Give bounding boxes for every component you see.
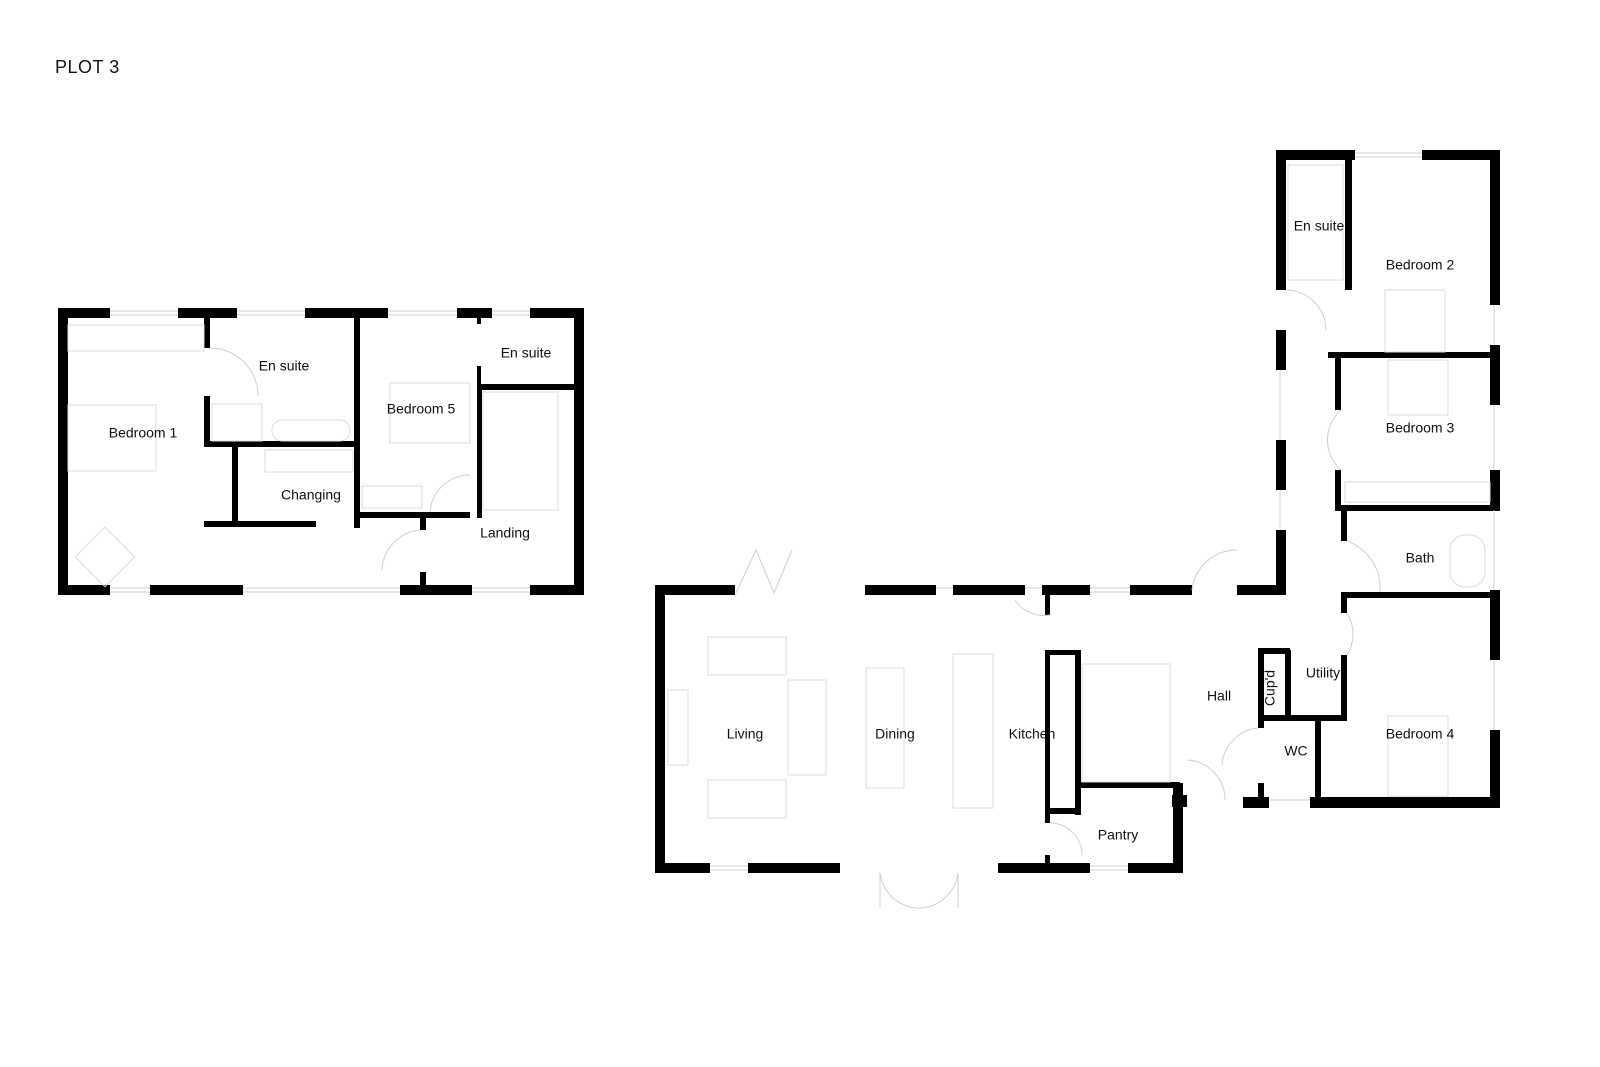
ground-floor-plan: Living Dining Kitchen Pantry Hall Cup'd … [655,150,1500,909]
first-floor-plan: Bedroom 1 En suite Bedroom 5 En suite Ch… [58,308,584,595]
ground-floor-fixtures [667,164,1491,909]
ground-floor-walls [655,150,1500,873]
first-floor-windows [110,310,530,593]
room-label-changing: Changing [281,487,341,503]
sofa-icon [707,636,787,676]
bed-icon [389,382,471,444]
kitchen-island-icon [952,653,994,809]
wardrobe-icon [1344,481,1491,503]
room-label-bedroom-4: Bedroom 4 [1386,726,1455,742]
wardrobe-icon [264,449,354,473]
room-label-utility: Utility [1306,665,1340,681]
bed-icon [67,404,157,472]
room-label-dining: Dining [875,726,915,742]
shower-icon [211,403,263,442]
shower-icon [1287,164,1344,281]
room-label-hall: Hall [1207,688,1231,704]
wardrobe-icon [361,485,423,509]
room-label-en-suite-1: En suite [259,358,310,374]
plot-title: PLOT 3 [55,57,120,77]
room-label-bedroom-5: Bedroom 5 [387,401,456,417]
room-label-living: Living [727,726,764,742]
fireplace-icon [667,689,689,766]
bath-icon [271,419,351,442]
first-floor-walls [58,308,584,595]
sofa-icon [787,679,827,776]
ground-floor-windows [710,152,1495,871]
first-floor-fixtures [67,324,559,588]
room-label-landing: Landing [480,525,530,541]
room-label-pantry: Pantry [1098,827,1138,843]
room-label-wc: WC [1284,743,1307,759]
bed-icon [1387,359,1449,416]
stairs-icon [1081,663,1171,783]
bath-icon [1449,534,1486,588]
bed-icon [1387,715,1449,797]
stairs-icon [482,391,559,511]
room-label-en-suite-5: En suite [501,345,552,361]
room-label-kitchen: Kitchen [1009,726,1056,742]
room-label-bath: Bath [1406,550,1435,566]
room-label-bedroom-3: Bedroom 3 [1386,420,1455,436]
room-label-cupboard: Cup'd [1262,670,1278,706]
room-label-bedroom-1: Bedroom 1 [109,425,178,441]
room-label-en-suite-2: En suite [1294,218,1345,234]
room-label-bedroom-2: Bedroom 2 [1386,257,1455,273]
dining-table-icon [865,667,905,789]
sofa-icon [707,779,787,819]
bed-icon [1384,289,1446,353]
armchair-icon [74,526,136,588]
bifold-door-icon [735,548,793,595]
